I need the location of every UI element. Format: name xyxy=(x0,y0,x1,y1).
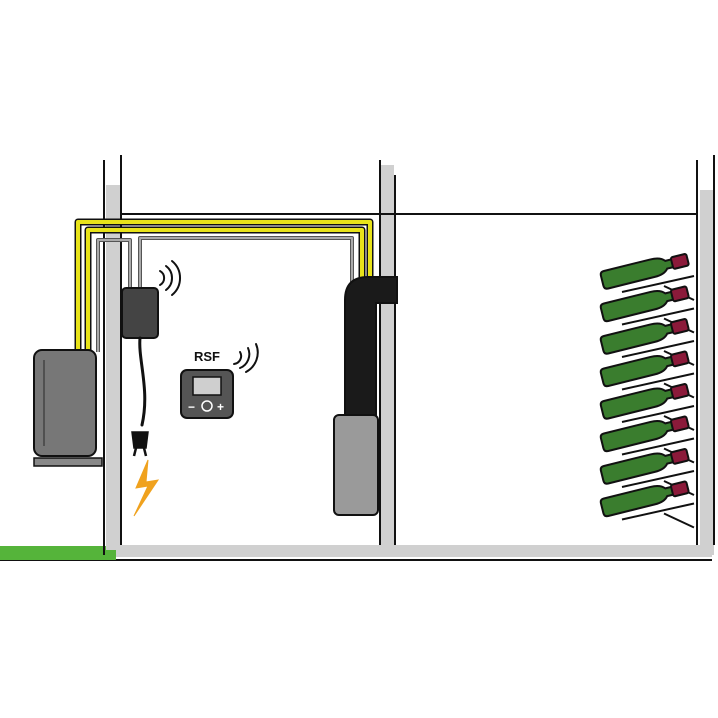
outdoor-unit xyxy=(33,349,103,467)
thermostat-dial xyxy=(201,400,213,412)
thermostat-minus: − xyxy=(188,400,195,414)
bottle-cap xyxy=(670,253,690,270)
refrigerant-pipes xyxy=(74,218,374,352)
bottle-cap xyxy=(670,285,690,303)
thermostat-screen xyxy=(192,376,222,396)
lightning-icon xyxy=(133,459,160,517)
wine-bottle xyxy=(599,318,690,355)
controller-box xyxy=(121,287,159,339)
bottle-cap xyxy=(670,318,690,335)
thermostat: RSF − + xyxy=(180,343,259,419)
wine-bottle xyxy=(599,285,690,323)
exterior-wall xyxy=(103,155,122,555)
power-cord xyxy=(138,336,147,427)
bottle-cap xyxy=(670,480,690,498)
ground-grass xyxy=(0,546,116,560)
indoor-unit xyxy=(333,414,379,516)
wifi-icon xyxy=(233,343,259,373)
wine-bottle xyxy=(599,350,690,388)
wifi-icon xyxy=(159,260,182,296)
bottle-cap xyxy=(670,350,690,368)
bottle-cap xyxy=(670,448,690,465)
bottle-cap xyxy=(670,383,690,400)
wine-bottle xyxy=(599,480,690,518)
thermostat-label: RSF xyxy=(194,349,220,364)
right-wall xyxy=(696,155,715,555)
bottle-cap xyxy=(670,415,690,433)
floor xyxy=(0,545,712,561)
air-duct xyxy=(344,276,398,416)
wine-bottle xyxy=(599,448,690,485)
wine-bottle xyxy=(599,415,690,453)
rack-rail xyxy=(621,502,695,529)
plug-icon xyxy=(131,431,149,457)
thermostat-plus: + xyxy=(217,400,224,414)
middle-wall xyxy=(379,160,396,545)
wine-rack xyxy=(599,253,695,529)
wine-bottle xyxy=(599,253,690,290)
interconnect-cables xyxy=(96,236,354,352)
wine-bottle xyxy=(599,383,690,420)
